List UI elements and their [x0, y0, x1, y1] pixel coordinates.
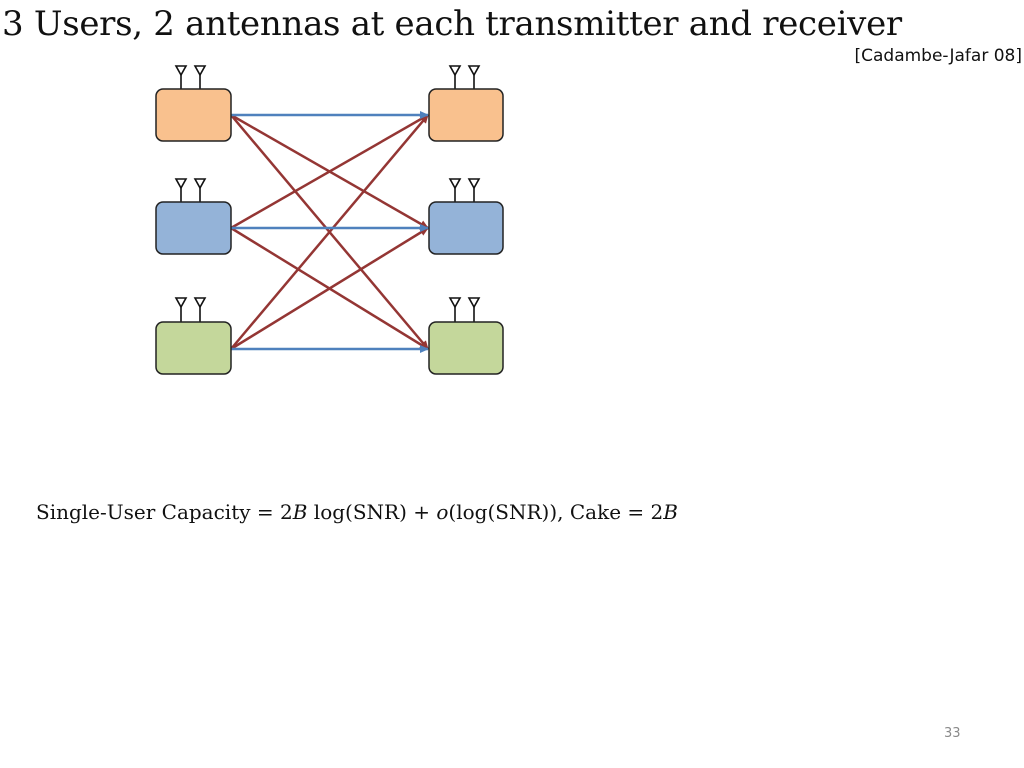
formula-text: (log(SNR)), Cake = 2 — [448, 500, 664, 524]
antenna-pair-icon — [174, 65, 207, 89]
transmitter-user2 — [155, 178, 232, 255]
formula-text: log(SNR) + — [307, 500, 437, 524]
antenna-pair-icon — [174, 178, 207, 202]
page-number: 33 — [944, 726, 961, 741]
interference-link-tx3-rx2 — [230, 226, 429, 351]
antenna-pair-icon — [174, 297, 207, 322]
interference-link-tx2-rx1 — [230, 113, 429, 230]
receiver-user3 — [428, 297, 504, 375]
transmitter-box — [155, 321, 232, 375]
interference-link-tx3-rx1 — [230, 114, 429, 350]
receiver-user2 — [428, 178, 504, 255]
formula-variable: o — [436, 500, 449, 524]
transmitter-box — [155, 201, 232, 255]
receiver-user1 — [428, 65, 504, 142]
receiver-box — [428, 201, 504, 255]
antenna-pair-icon — [448, 65, 481, 89]
slide-title: 3 Users, 2 antennas at each transmitter … — [2, 4, 902, 44]
transmitter-user3 — [155, 297, 232, 375]
direct-links — [231, 111, 429, 353]
formula-variable: B — [663, 500, 678, 524]
interference-links — [230, 113, 429, 351]
receiver-box — [428, 321, 504, 375]
formula-variable: B — [292, 500, 308, 524]
transmitter-box — [155, 88, 232, 142]
citation: [Cadambe-Jafar 08] — [854, 46, 1022, 66]
antenna-pair-icon — [448, 297, 481, 322]
capacity-formula: Single-User Capacity = 2B log(SNR) + o(l… — [36, 500, 678, 524]
receiver-box — [428, 88, 504, 142]
antenna-pair-icon — [448, 178, 481, 202]
formula-text: Single-User Capacity = 2 — [36, 500, 293, 524]
transmitter-user1 — [155, 65, 232, 142]
